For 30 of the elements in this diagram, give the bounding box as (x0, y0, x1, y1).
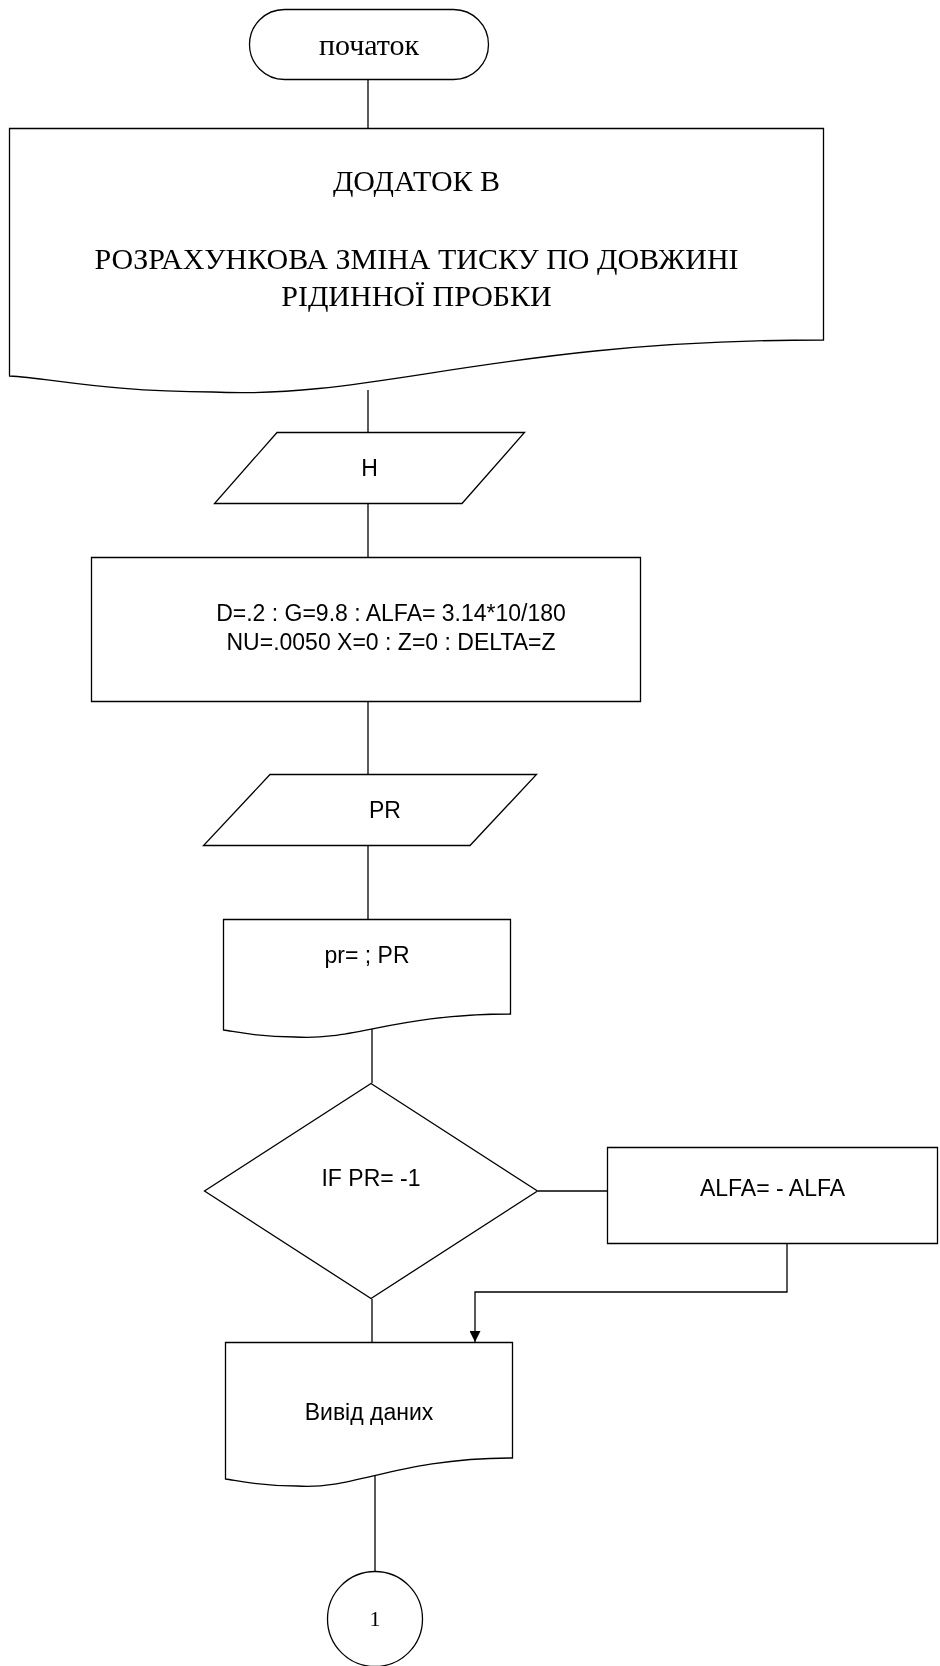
heading-text: ДОДАТОК В (332, 163, 501, 199)
node-text: початок (318, 26, 420, 63)
node-text: H (361, 453, 378, 483)
decision-diamond (204, 1083, 538, 1299)
connector-line (367, 845, 369, 920)
document-box (223, 919, 511, 1038)
input-parallelogram (203, 774, 537, 846)
connector-line (374, 1474, 376, 1572)
node-text: 1 (369, 1605, 381, 1633)
connector-line (367, 389, 369, 433)
process-box (91, 557, 641, 702)
connector-line (537, 1190, 608, 1192)
node-text: Вивід даних (304, 1398, 434, 1427)
node-text: PR (369, 795, 401, 825)
connector-line (367, 701, 369, 775)
start-terminal (249, 9, 489, 80)
title-text: РОЗРАХУНКОВА ЗМІНА ТИСКУ ПО ДОВЖИНІ РІДИННОЇ ПРОБКИ (93, 240, 740, 314)
connector-line (371, 1027, 373, 1084)
input-parallelogram (214, 432, 525, 504)
arrow (469, 1243, 788, 1343)
node-text: IF PR= -1 (321, 1163, 421, 1193)
node-text: pr= ; PR (324, 941, 410, 970)
node-text: D=.2 : G=9.8 : ALFA= 3.14*10/180 NU=.0050 X=0 : Z=0 : DELTA=Z (215, 598, 567, 657)
connector-line (367, 79, 369, 129)
document-box (225, 1342, 513, 1487)
connector-line (371, 1298, 373, 1343)
connector-line (367, 503, 369, 558)
node-text: ALFA= - ALFA (699, 1174, 846, 1203)
process-box (607, 1147, 938, 1244)
document-box (9, 128, 824, 393)
